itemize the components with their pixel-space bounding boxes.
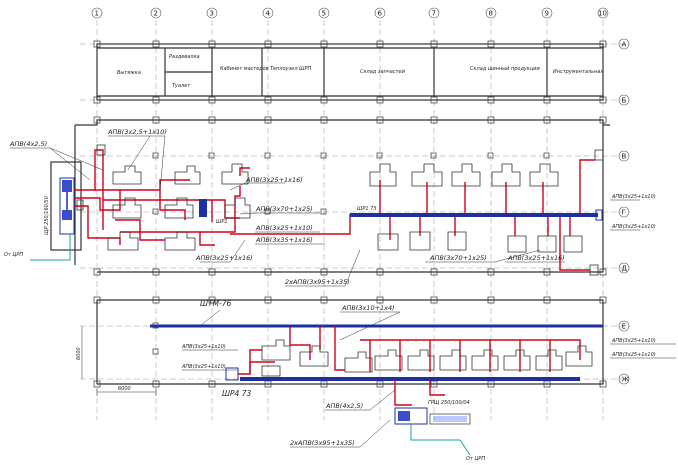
feed-left: От ЦРП xyxy=(4,234,71,261)
cable-label: АПВ(3х35+1х16) xyxy=(255,236,313,244)
axis-markers-top: 1 2 3 4 5 6 7 8 9 10 xyxy=(91,7,609,19)
axis-label: 4 xyxy=(266,10,271,18)
bus-bar-upper: ШР1 73 ШР1 xyxy=(199,199,603,225)
room-label: Кабинет мастеров xyxy=(220,66,269,72)
cable-label: АПВ(3х25+1х10) xyxy=(611,338,656,344)
bus-bar-lower: ШР4 73 xyxy=(222,367,580,398)
room-label: Раздевалка xyxy=(169,54,200,60)
cable-label: АПВ(4х2,5) xyxy=(325,402,363,410)
equipment-lower xyxy=(261,339,593,377)
cable-label: АПВ(3х10+1х4) xyxy=(341,304,395,312)
cable-label: АПВ(3х25+1х16) xyxy=(507,254,565,262)
board-label: ЩР 250/160/50 xyxy=(44,196,50,235)
axis-label: Е xyxy=(622,323,626,331)
axis-label: Д xyxy=(622,265,628,273)
busbar-label: ШР4 73 xyxy=(222,389,251,398)
dimension-label: 6000 xyxy=(118,386,131,392)
leader-lines-lower xyxy=(182,311,676,448)
axis-label: В xyxy=(622,153,627,161)
walls xyxy=(50,43,610,385)
panel-label: ШР1 xyxy=(216,219,228,225)
axis-label: 2 xyxy=(154,10,158,18)
axis-label: 3 xyxy=(210,10,214,18)
axis-label: 7 xyxy=(432,10,436,18)
cable-label: 2хАПВ(3х95+1х35) xyxy=(285,278,350,286)
busbar-label: ШТМ-76 xyxy=(200,299,232,308)
cable-label: АПВ(4х2,5) xyxy=(9,140,47,148)
cable-label: АПВ(3х25+1х10) xyxy=(611,352,656,358)
main-distribution-board: ЩР 250/160/50 xyxy=(44,177,75,235)
axis-label: Б xyxy=(622,97,627,105)
axis-label: Г xyxy=(622,209,626,217)
equipment-upper xyxy=(76,144,604,276)
busbar-label: ШР1 73 xyxy=(357,206,377,212)
axis-markers-right: A Б В Г Д Е Ж xyxy=(618,38,630,385)
room-label: Теплоузел ШРП xyxy=(270,66,311,72)
cable-label: АПВ(3х25+1х10) xyxy=(611,224,656,230)
axis-label: 1 xyxy=(95,10,99,18)
power-lines-lower xyxy=(238,326,581,406)
feed-label: От ЦРП xyxy=(466,456,485,462)
dimension-label: 6000 xyxy=(76,347,82,360)
cable-label: АПВ(3х25+1х10) xyxy=(181,364,226,370)
room-label: Склад запчастей xyxy=(360,69,406,75)
columns xyxy=(93,40,607,388)
feed-label: От ЦРП xyxy=(4,252,23,258)
cable-label: АПВ(3х25+1х16) xyxy=(245,176,303,184)
cable-label: АПВ(3х25+1х16) xyxy=(195,254,253,262)
axis-label: A xyxy=(622,41,627,49)
switchgear-label: ГРЩ 250/100/04 xyxy=(428,400,470,406)
cable-labels-upper: АПВ(4х2,5) АПВ(3х2,5+1х10) АПВ(3х25+1х16… xyxy=(9,128,656,286)
room-labels: Вытяжка Раздевалка Туалет Кабинет мастер… xyxy=(117,54,603,89)
cable-label: АПВ(3х25+1х10) xyxy=(611,194,656,200)
cable-label: АПВ(3х25+1х10) xyxy=(255,224,313,232)
axis-label: 8 xyxy=(489,10,493,18)
cable-label: АПВ(3х70+1х25) xyxy=(429,254,487,262)
axis-label: Ж xyxy=(622,376,630,384)
room-label: Инструментальная xyxy=(553,69,603,75)
axis-label: 9 xyxy=(545,10,549,18)
cable-label: 2хАПВ(3х95+1х35) xyxy=(290,439,355,447)
bus-bar-middle: ШТМ-76 xyxy=(150,299,603,328)
cable-label: АПВ(3х25+1х10) xyxy=(181,344,226,350)
cable-label: АПВ(3х2,5+1х10) xyxy=(107,128,167,136)
axis-label: 5 xyxy=(322,10,326,18)
leader-lines-upper xyxy=(10,135,640,287)
axis-label: 10 xyxy=(598,10,607,18)
dimensions: 6000 6000 xyxy=(76,326,157,396)
cable-label: АПВ(3х70+1х25) xyxy=(255,205,313,213)
main-switchgear: ГРЩ 250/100/04 xyxy=(394,400,471,425)
cable-labels-lower: АПВ(3х25+1х10) АПВ(3х25+1х10) АПВ(3х10+1… xyxy=(181,304,656,447)
room-label: Вытяжка xyxy=(117,70,141,76)
room-label: Туалет xyxy=(172,83,191,89)
axis-label: 6 xyxy=(378,10,383,18)
feed-bottom: От ЦРП xyxy=(410,424,485,462)
room-label: Склад шинный продукции xyxy=(470,66,541,72)
